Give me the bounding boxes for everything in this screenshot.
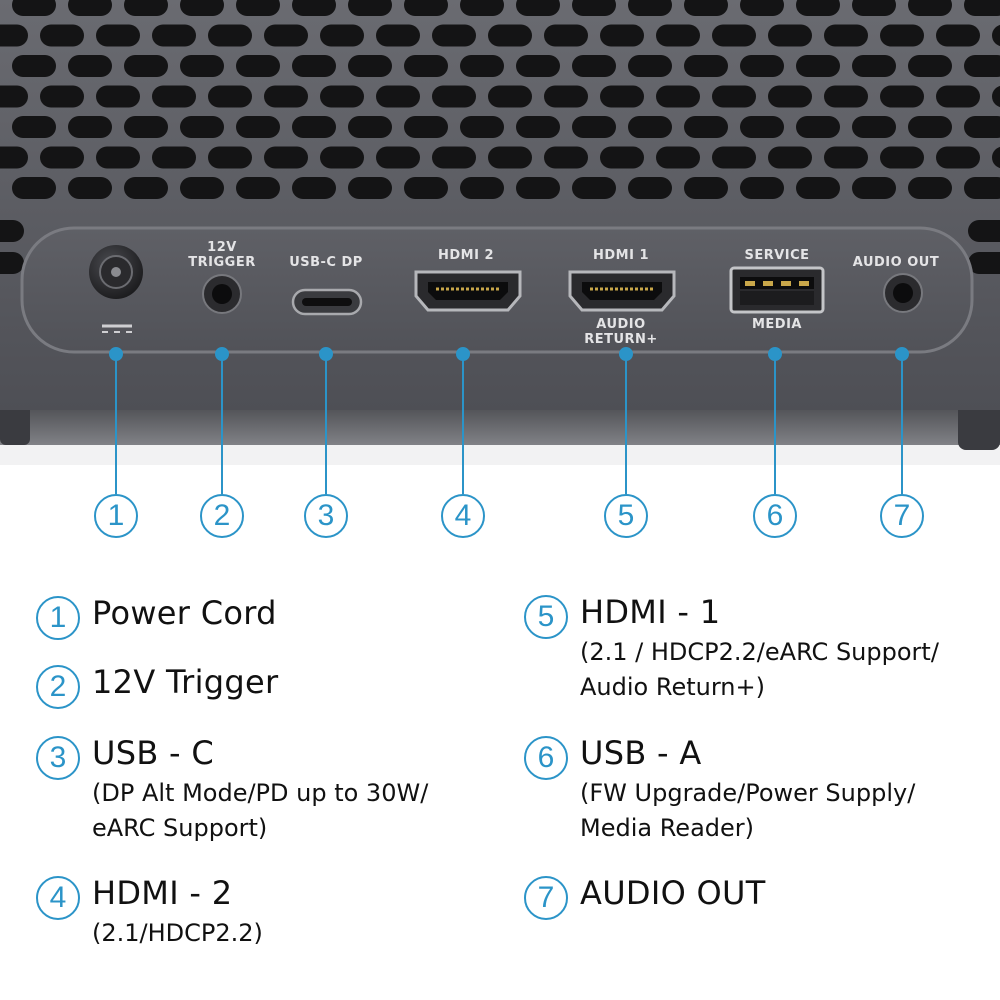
audio-return-label-line1: AUDIO	[596, 317, 645, 332]
trigger-label-line1: 12V	[207, 240, 237, 255]
usb-a-port-icon	[729, 266, 825, 314]
media-label: MEDIA	[752, 317, 802, 332]
callout-circle-3: 3	[304, 494, 348, 538]
callout-circle-7: 7	[880, 494, 924, 538]
legend-description: (2.1/HDCP2.2)	[92, 919, 263, 947]
audio-out-label: AUDIO OUT	[853, 255, 939, 270]
legend-title: HDMI - 1	[580, 593, 721, 631]
audio-out-jack-icon	[883, 273, 923, 313]
projector-rear-photo: 12V TRIGGER USB-C DP HDMI 2 HDMI 1 AUDIO…	[0, 0, 1000, 465]
hdmi-1-port-icon	[568, 270, 676, 312]
trigger-jack-icon	[202, 274, 242, 314]
legend-description: (DP Alt Mode/PD up to 30W/ eARC Support)	[92, 779, 429, 842]
legend-title: 12V Trigger	[92, 663, 279, 701]
hdmi-2-label: HDMI 2	[438, 248, 494, 263]
service-label: SERVICE	[744, 248, 809, 263]
hdmi-1-label: HDMI 1	[593, 248, 649, 263]
usb-c-port-icon	[291, 288, 363, 316]
callout-circle-5: 5	[604, 494, 648, 538]
callout-circle-4: 4	[441, 494, 485, 538]
hdmi-2-port-icon	[414, 270, 522, 312]
legend-badge: 3	[36, 736, 80, 780]
legend-badge: 4	[36, 876, 80, 920]
legend-badge: 5	[524, 595, 568, 639]
trigger-label-line2: TRIGGER	[188, 255, 255, 270]
legend-badge: 7	[524, 876, 568, 920]
ventilation-grille	[0, 0, 1000, 274]
legend-badge: 6	[524, 736, 568, 780]
projector-rear-illustration: 12V TRIGGER USB-C DP HDMI 2 HDMI 1 AUDIO…	[0, 0, 1000, 465]
usb-c-label: USB-C DP	[289, 255, 363, 270]
power-jack-icon	[89, 245, 143, 333]
legend-title: USB - C	[92, 734, 215, 772]
legend-description: (2.1 / HDCP2.2/eARC Support/ Audio Retur…	[580, 638, 939, 701]
callout-circle-6: 6	[753, 494, 797, 538]
legend-title: HDMI - 2	[92, 874, 233, 912]
callout-circle-1: 1	[94, 494, 138, 538]
audio-return-label-line2: RETURN+	[584, 332, 658, 347]
legend-title: USB - A	[580, 734, 702, 772]
legend-title: Power Cord	[92, 594, 277, 632]
callout-circle-2: 2	[200, 494, 244, 538]
legend-badge: 2	[36, 665, 80, 709]
legend-badge: 1	[36, 596, 80, 640]
legend-title: AUDIO OUT	[580, 874, 766, 912]
legend-description: (FW Upgrade/Power Supply/ Media Reader)	[580, 779, 916, 842]
